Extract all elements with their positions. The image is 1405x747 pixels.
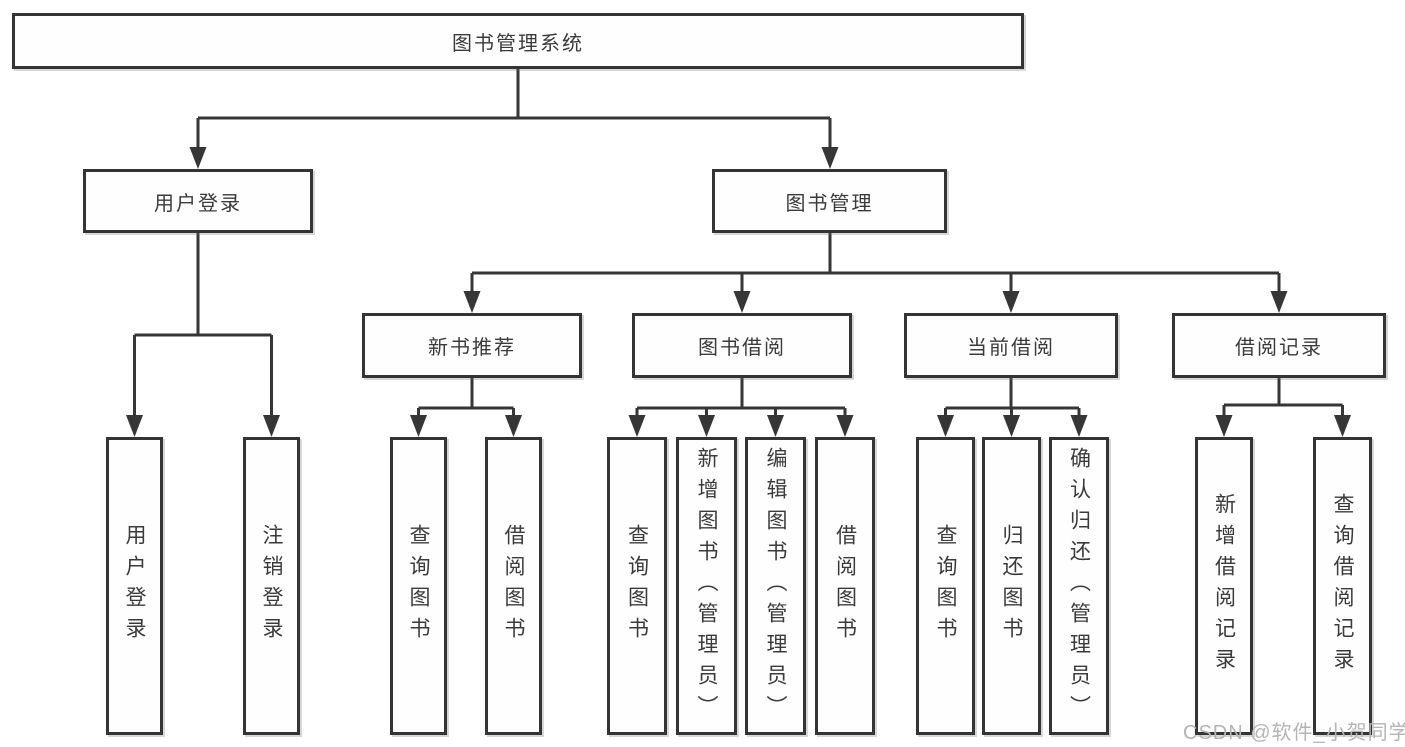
node-user-login: 用户登录 (83, 169, 313, 233)
leaf-query-borrow-record-label: 查询借阅记录 (1331, 493, 1354, 679)
leaf-query-books-borrowing-label: 查询图书 (625, 524, 649, 648)
node-root-label: 图书管理系统 (452, 32, 584, 55)
leaf-return-book-label: 归还图书 (1000, 524, 1023, 648)
leaf-user-login-label: 用户登录 (123, 524, 146, 648)
leaf-logout-label: 注销登录 (260, 524, 283, 648)
leaf-add-borrow-record-label: 新增借阅记录 (1212, 493, 1236, 679)
leaf-add-borrow-record: 新增借阅记录 (1195, 437, 1253, 735)
leaf-return-book: 归还图书 (982, 437, 1041, 735)
node-borrowing-records-label: 借阅记录 (1235, 337, 1323, 359)
leaf-confirm-return-admin: 确认归还（管理员） (1049, 437, 1109, 735)
leaf-query-books-recommend: 查询图书 (390, 437, 447, 735)
arrowhead-icons (126, 147, 1351, 437)
leaf-query-books-current: 查询图书 (916, 437, 975, 735)
leaf-edit-book-admin: 编辑图书（管理员） (745, 437, 806, 735)
watermark: CSDN @软件_小贺同学 (1183, 722, 1405, 744)
node-book-borrowing: 图书借阅 (632, 313, 852, 378)
node-root-system: 图书管理系统 (12, 13, 1024, 69)
leaf-borrow-books-recommend-label: 借阅图书 (502, 524, 525, 648)
leaf-borrow-books-recommend: 借阅图书 (485, 437, 542, 735)
node-borrowing-records: 借阅记录 (1172, 313, 1386, 378)
node-current-borrowing-label: 当前借阅 (967, 337, 1055, 359)
leaf-add-book-admin-label: 新增图书（管理员） (695, 446, 718, 726)
node-book-management-label: 图书管理 (785, 192, 874, 215)
node-new-book-recommend-label: 新书推荐 (428, 337, 516, 359)
leaf-query-books-borrowing: 查询图书 (607, 437, 667, 735)
leaf-edit-book-admin-label: 编辑图书（管理员） (764, 446, 787, 726)
leaf-query-borrow-record: 查询借阅记录 (1313, 437, 1372, 735)
node-new-book-recommend: 新书推荐 (362, 313, 582, 378)
leaf-query-books-recommend-label: 查询图书 (407, 524, 430, 648)
leaf-query-books-current-label: 查询图书 (934, 524, 957, 648)
node-book-borrowing-label: 图书借阅 (698, 337, 786, 359)
node-user-login-label: 用户登录 (154, 192, 242, 215)
leaf-confirm-return-admin-label: 确认归还（管理员） (1067, 446, 1091, 726)
node-book-management: 图书管理 (712, 169, 947, 233)
leaf-user-login: 用户登录 (106, 437, 163, 735)
leaf-borrow-books-borrowing-label: 借阅图书 (833, 524, 857, 648)
node-current-borrowing: 当前借阅 (904, 313, 1118, 378)
leaf-add-book-admin: 新增图书（管理员） (676, 437, 737, 735)
leaf-borrow-books-borrowing: 借阅图书 (815, 437, 875, 735)
leaf-logout: 注销登录 (243, 437, 300, 735)
